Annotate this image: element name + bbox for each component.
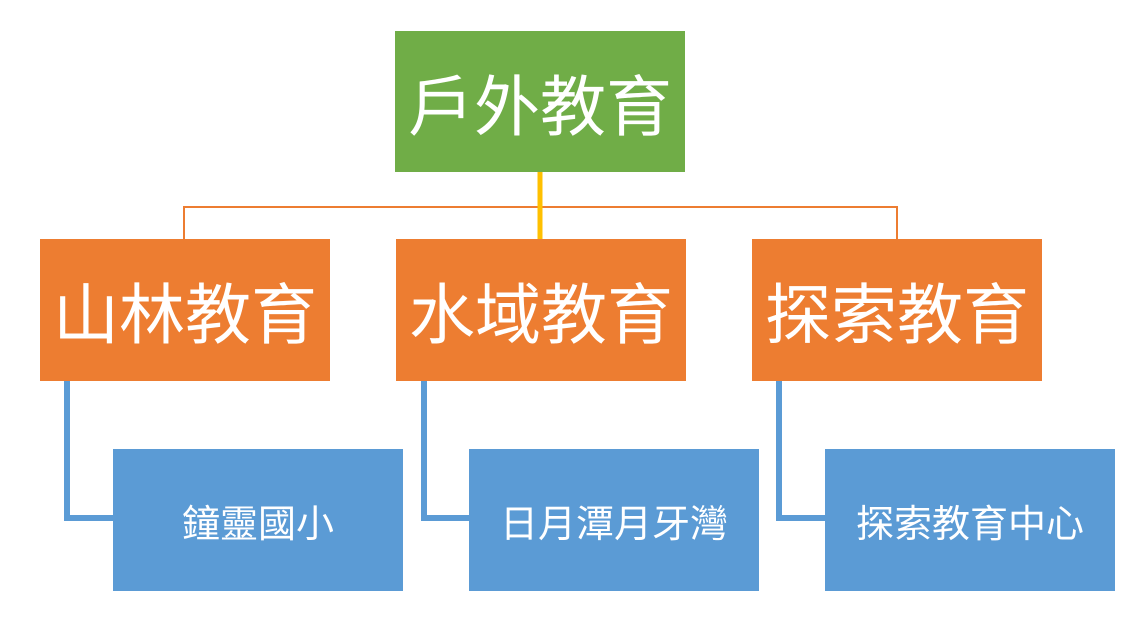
leaf-node-school[interactable]: 鐘靈國小 <box>113 449 403 591</box>
leaf-connector-2 <box>421 381 469 521</box>
branch-node-exploration[interactable]: 探索教育 <box>752 239 1042 381</box>
root-node[interactable]: 戶外教育 <box>395 31 685 172</box>
leaf-node-center[interactable]: 探索教育中心 <box>825 449 1115 591</box>
leaf-connector-1 <box>64 381 113 521</box>
branch-node-mountain[interactable]: 山林教育 <box>40 239 330 381</box>
branch-node-water[interactable]: 水域教育 <box>396 239 686 381</box>
leaf-node-bay[interactable]: 日月潭月牙灣 <box>469 449 759 591</box>
leaf-connector-3 <box>776 381 825 521</box>
